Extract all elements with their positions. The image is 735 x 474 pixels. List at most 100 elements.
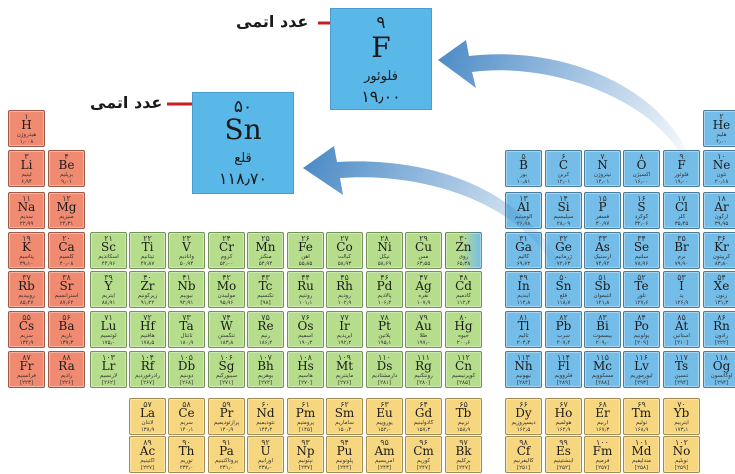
element-symbol: As [595, 240, 610, 254]
element-name: دیسپروزیم [511, 420, 536, 426]
atomic-number: ۸۵ [677, 313, 686, 322]
atomic-number: ۱۰۸ [299, 353, 312, 362]
element-symbol: Pt [378, 319, 391, 333]
element-symbol: Cn [455, 359, 472, 373]
atomic-mass: ۱۸۶٫۲ [258, 340, 273, 346]
element-symbol: S [637, 200, 646, 214]
element-symbol: U [260, 444, 271, 458]
element-name: نقره [418, 293, 429, 299]
element-name: مس [418, 254, 429, 260]
element-name: هولمیم [555, 420, 572, 426]
element-name: بریلیم [59, 172, 74, 178]
highlight-card-fluorine: ۹ F فلوئور ۱۹٫۰۰ [330, 8, 432, 110]
element-name: سرب [557, 333, 570, 339]
element-name: تکنسیم [257, 293, 274, 299]
atomic-mass: ۱۹٫۰۰ [674, 179, 689, 185]
element-name: اینشتینیم [553, 458, 574, 464]
element-symbol: Tc [258, 279, 273, 293]
atomic-number: ۱ [24, 112, 29, 121]
atomic-mass: ۳۹٫۹۵ [714, 221, 729, 227]
atomic-mass: ۱۰۶٫۴ [377, 300, 392, 306]
atomic-number: ۹۸ [519, 438, 528, 447]
element-symbol: Bh [257, 359, 274, 373]
atomic-mass: [۲۵۷] [595, 465, 610, 471]
atomic-number: ۶۰ [261, 400, 270, 409]
element-symbol: Pr [219, 406, 234, 420]
atomic-number: ۱۸ [717, 194, 726, 203]
atomic-number: ۱۵ [598, 194, 607, 203]
atomic-number: ۵۶ [62, 313, 71, 322]
atomic-mass: ۶۳٫۵۵ [416, 261, 431, 267]
atomic-number: ۵۳ [677, 273, 686, 282]
element-symbol: Lu [100, 319, 117, 333]
atomic-mass: ۲۴٫۳۱ [59, 221, 74, 227]
element-symbol: Hg [454, 319, 473, 333]
element-name: مولیبدن [217, 293, 236, 299]
element-symbol: Fl [557, 359, 570, 373]
element-name: ساماریم [335, 420, 354, 426]
element-name: توریم [180, 458, 193, 464]
element-name: آمریسیم [374, 458, 395, 464]
atomic-mass: [۲۲۶] [59, 380, 74, 386]
atomic-number: ۳۲ [559, 234, 568, 243]
atomic-number: ۱۱۴ [557, 353, 570, 362]
atomic-number: ۶۴ [419, 400, 428, 409]
atomic-number: ۵۰ [559, 273, 568, 282]
atomic-mass: ۱۵۸٫۹ [456, 427, 471, 433]
atomic-mass: [۲۶۷] [140, 380, 155, 386]
atomic-mass: ۹۲٫۹۱ [179, 300, 194, 306]
element-name: مندلیفیم [632, 458, 651, 464]
element-name: پلاتین [378, 333, 391, 339]
element-name: نیوبیم [180, 293, 193, 299]
atomic-number: ۸۰ [459, 313, 468, 322]
atomic-mass: ۳۲٫۰۶ [634, 221, 649, 227]
element-name: روتنیم [298, 293, 313, 299]
element-symbol: Mg [56, 200, 77, 214]
element-symbol: Md [631, 444, 652, 458]
atomic-mass: ۱۶۴٫۹ [556, 427, 571, 433]
atomic-mass: [۲۲۷] [140, 465, 155, 471]
element-symbol: H [21, 118, 32, 132]
atomic-mass: [۲۵۲] [556, 465, 571, 471]
atomic-number: ۷۳ [182, 313, 191, 322]
atomic-number-label-sn: عدد اتمی [90, 93, 163, 112]
element-name: کوپرنیسیم [451, 373, 476, 379]
atomic-mass: ۵۴٫۹۴ [258, 261, 273, 267]
atomic-number: ۴ [64, 152, 69, 161]
element-name: منگنز [259, 254, 272, 260]
atomic-mass: ۱۶۸٫۹ [634, 427, 649, 433]
element-symbol: Al [517, 200, 530, 214]
element-name: تربیم [457, 420, 470, 426]
element-name: سزیم [20, 333, 33, 339]
atomic-number: ۱۱۰ [378, 353, 391, 362]
atomic-number: ۳۸ [62, 273, 71, 282]
atomic-mass: [۲۴۷] [416, 465, 431, 471]
atomic-mass: ۲۳۲٫۰ [179, 465, 194, 471]
atomic-mass: [۲۸۰] [416, 380, 431, 386]
element-symbol: Es [556, 444, 571, 458]
atomic-number: ۴۸ [459, 273, 468, 282]
atomic-number: ۱۰۰ [596, 438, 609, 447]
